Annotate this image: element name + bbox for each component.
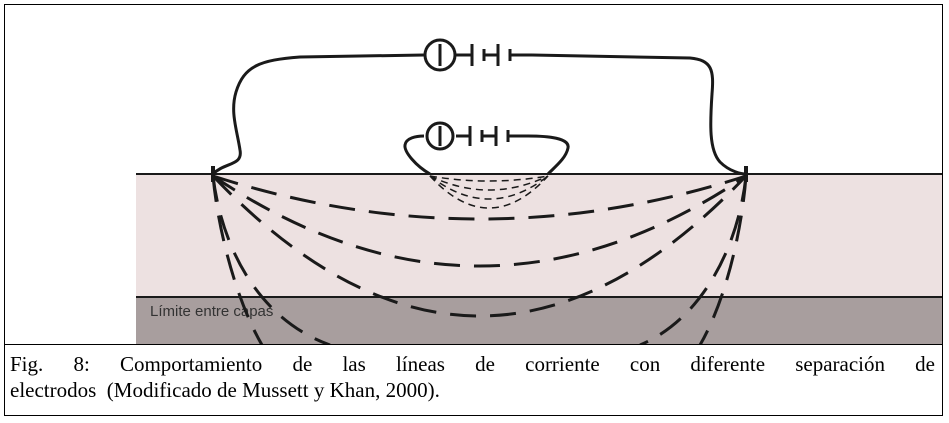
battery-icon: [468, 126, 510, 146]
narrow-left-wire: [403, 134, 431, 176]
wide-circuit: [211, 53, 747, 176]
layer-boundary-label: Límite entre capas: [150, 303, 273, 320]
wide-current-line: [211, 175, 264, 345]
upper-layer: [136, 174, 942, 297]
wide-current-line: [212, 174, 747, 221]
narrow-circuit: [403, 134, 570, 176]
ammeter-icon: [423, 38, 457, 72]
narrow-current-line: [429, 175, 549, 209]
current-lines-diagram: Límite entre capas: [136, 38, 942, 345]
wide-right-wire: [531, 53, 747, 176]
wide-left-wire: [211, 53, 425, 176]
narrow-current-lines: [429, 175, 549, 209]
caption-line-2: electrodos (Modificado de Mussett y Khan…: [10, 378, 440, 402]
wide-current-line: [212, 174, 747, 268]
narrow-current-line: [429, 175, 549, 182]
wide-current-line: [211, 174, 748, 318]
wide-current-line: [698, 175, 748, 345]
narrow-current-line: [429, 175, 549, 200]
narrow-current-line: [429, 175, 549, 191]
battery-icon: [470, 44, 512, 66]
figure-caption: Fig. 8: Comportamiento de las líneas de …: [4, 344, 943, 416]
wide-current-lines: [211, 174, 748, 345]
wide-current-line: [639, 175, 748, 345]
narrow-right-wire: [527, 134, 570, 176]
caption-line-1: Fig. 8: Comportamiento de las líneas de …: [10, 352, 935, 376]
ammeter-icon: [425, 121, 455, 151]
